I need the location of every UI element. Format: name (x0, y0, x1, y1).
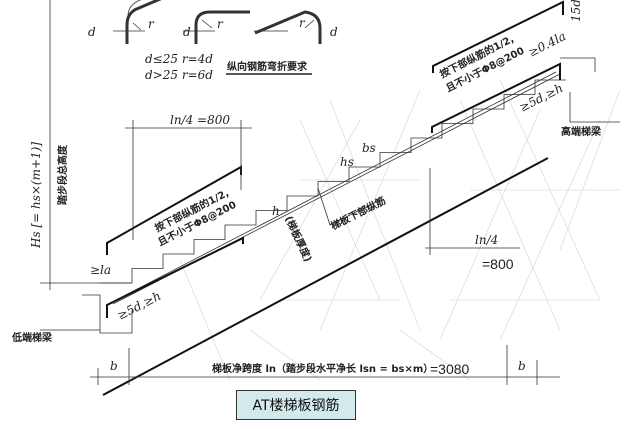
b-right-label: b (518, 359, 526, 373)
background-hatching (179, 79, 621, 381)
hs-total-cn-label: 踏步段总高度 (56, 144, 69, 205)
b-left-label: b (110, 359, 118, 373)
right-anchor-5d: ≥5d,≥h (517, 81, 565, 115)
right-ln4-dimension: ln/4 =800 (425, 168, 520, 272)
bend-d-label-1: d (88, 25, 96, 39)
hs-total-label: Hs [= hs×(m+1)] (29, 142, 43, 249)
bend-detail: d d d r r r d≤25 r=4d d>25 r=6d 纵向钢筋弯折要求 (88, 0, 338, 82)
left-anchor-la: ≥la (90, 263, 111, 277)
bend-r-label-3: r (299, 16, 306, 30)
lower-left-rebar (106, 236, 244, 318)
step-width-label: bs (362, 141, 376, 155)
slab-thickness-label: (梯板厚度) (282, 214, 315, 264)
bottom-rebar-label: 梯板下部纵筋 (328, 194, 387, 233)
bend-r-label-1: r (148, 17, 155, 31)
hs-total-dimension: Hs [= hs×(m+1)] 踏步段总高度 (29, 0, 132, 290)
span-value: =3080 (430, 361, 470, 377)
bend-title: 纵向钢筋弯折要求 (227, 60, 308, 73)
right-anchor-04la: ≥0.4la (526, 29, 568, 60)
step-height-label: hs (340, 155, 354, 169)
low-beam-label: 低端梯梁 (11, 331, 53, 344)
low-beam-outline (40, 294, 133, 334)
bend-r-label-2: r (217, 17, 224, 31)
caption-box: AT楼梯板钢筋 (236, 390, 356, 420)
high-beam-outline (560, 57, 620, 123)
upper-right-rebar (432, 0, 564, 73)
slab-bottom-line (102, 157, 549, 396)
high-beam-label: 高端梯梁 (561, 125, 602, 138)
hook-15d-label: 15d (569, 0, 583, 22)
stair-step-profile (100, 79, 566, 284)
lower-right-rebar (431, 62, 561, 133)
left-ln4-dimension: ln/4 =800 (125, 113, 252, 240)
right-ln4-label: ln/4 (475, 233, 498, 247)
bend-d-label-2: d (183, 25, 191, 39)
span-dimension: b b 梯板净跨度 ln（踏步段水平净长 lsn = bs×m） =3080 (90, 345, 560, 385)
span-label: 梯板净跨度 ln（踏步段水平净长 lsn = bs×m） (212, 362, 433, 375)
right-ln4-value: =800 (482, 256, 514, 272)
left-ln4-label: ln/4 =800 (170, 113, 230, 127)
bend-rule-2: d>25 r=6d (145, 68, 213, 82)
bend-d-label-3: d (330, 25, 338, 39)
bend-rule-1: d≤25 r=4d (145, 52, 213, 66)
bottom-rebar-leader (317, 187, 381, 226)
left-anchor-5d: ≥5d,≥h (115, 289, 163, 323)
slab-thickness-h: h (272, 204, 280, 218)
